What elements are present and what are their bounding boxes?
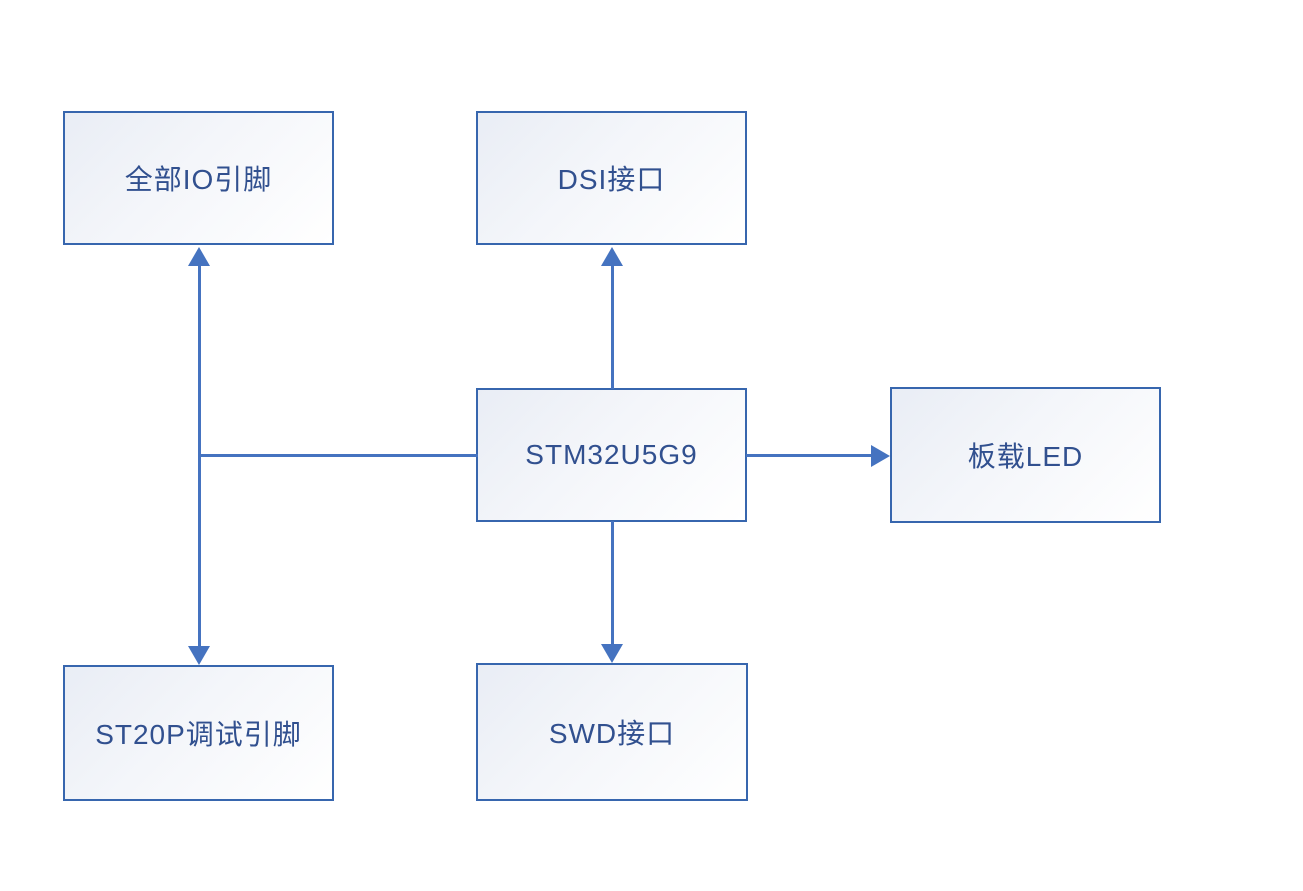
- node-stm32u5g9: STM32U5G9: [476, 388, 747, 522]
- node-onboard-led-label: 板载LED: [967, 441, 1084, 472]
- arrowhead-down-icon: [601, 644, 623, 663]
- node-swd-interface: SWD接口: [476, 663, 748, 801]
- edge-mcu-left-horizontal-line: [198, 454, 478, 457]
- edge-mcu-swd-line: [611, 521, 614, 653]
- node-all-io-pins-label: 全部IO引脚: [124, 164, 273, 195]
- arrowhead-right-icon: [871, 445, 890, 467]
- arrowhead-up-icon: [188, 247, 210, 266]
- node-swd-interface-label: SWD接口: [548, 718, 676, 749]
- arrowhead-down-icon: [188, 646, 210, 665]
- edge-mcu-dsi-line: [611, 258, 614, 389]
- node-dsi-interface: DSI接口: [476, 111, 747, 245]
- arrowhead-up-icon: [601, 247, 623, 266]
- edge-mcu-led-line: [746, 454, 874, 457]
- node-onboard-led: 板载LED: [890, 387, 1161, 523]
- node-dsi-interface-label: DSI接口: [557, 164, 666, 195]
- node-all-io-pins: 全部IO引脚: [63, 111, 334, 245]
- node-st20p-debug-pins: ST20P调试引脚: [63, 665, 334, 801]
- node-st20p-debug-pins-label: ST20P调试引脚: [95, 719, 302, 750]
- node-stm32u5g9-label: STM32U5G9: [525, 439, 698, 470]
